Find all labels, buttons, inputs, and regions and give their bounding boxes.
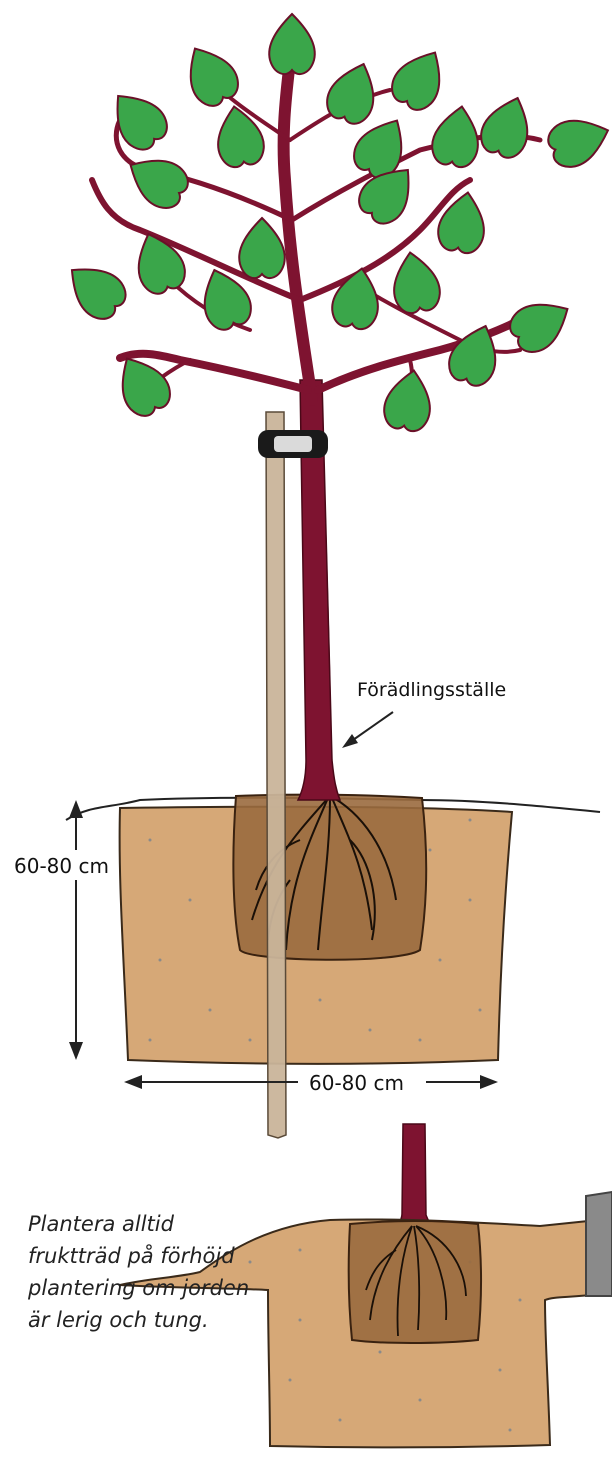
leaf (435, 189, 490, 256)
graft-union-arrow (353, 712, 393, 740)
graft-union-arrowhead (342, 734, 358, 748)
leaf (504, 289, 579, 358)
leaf (57, 253, 132, 327)
leaf (429, 103, 484, 170)
width-label: 60-80 cm (309, 1071, 404, 1095)
tie-highlight (274, 436, 312, 452)
leaf (239, 218, 285, 278)
leaf (381, 367, 436, 434)
support-stake (266, 412, 286, 1138)
caption-line: Plantera alltid (28, 1208, 268, 1240)
leaf (101, 81, 175, 156)
width-dimension: 60-80 cm (124, 1071, 498, 1095)
leaf (385, 41, 454, 116)
width-arrow-left (124, 1075, 142, 1089)
raised-planting-caption: Plantera alltid fruktträd på förhöjd pla… (28, 1208, 268, 1336)
leaf (269, 14, 315, 74)
graft-union-annotation: Förädlingsställe (342, 679, 506, 748)
tree-tie (258, 430, 328, 458)
leaf (476, 90, 539, 162)
leaf (329, 265, 384, 332)
caption-line: plantering om jorden (28, 1272, 268, 1304)
planting-pit (66, 795, 600, 1064)
depth-label: 60-80 cm (14, 854, 109, 878)
caption-line: är lerig och tung. (28, 1304, 268, 1336)
raised-trunk (398, 1124, 432, 1226)
leaf (119, 145, 194, 214)
graft-union-label: Förädlingsställe (357, 679, 506, 701)
depth-dimension: 60-80 cm (14, 800, 109, 1060)
width-arrow-right (480, 1075, 498, 1089)
caption-line: fruktträd på förhöjd (28, 1240, 268, 1272)
depth-arrow-down (69, 1042, 83, 1060)
depth-arrow-up (69, 800, 83, 818)
stone-block (586, 1192, 612, 1296)
leaf (544, 109, 612, 172)
leaf (212, 103, 267, 170)
tree-leaves (57, 14, 612, 434)
